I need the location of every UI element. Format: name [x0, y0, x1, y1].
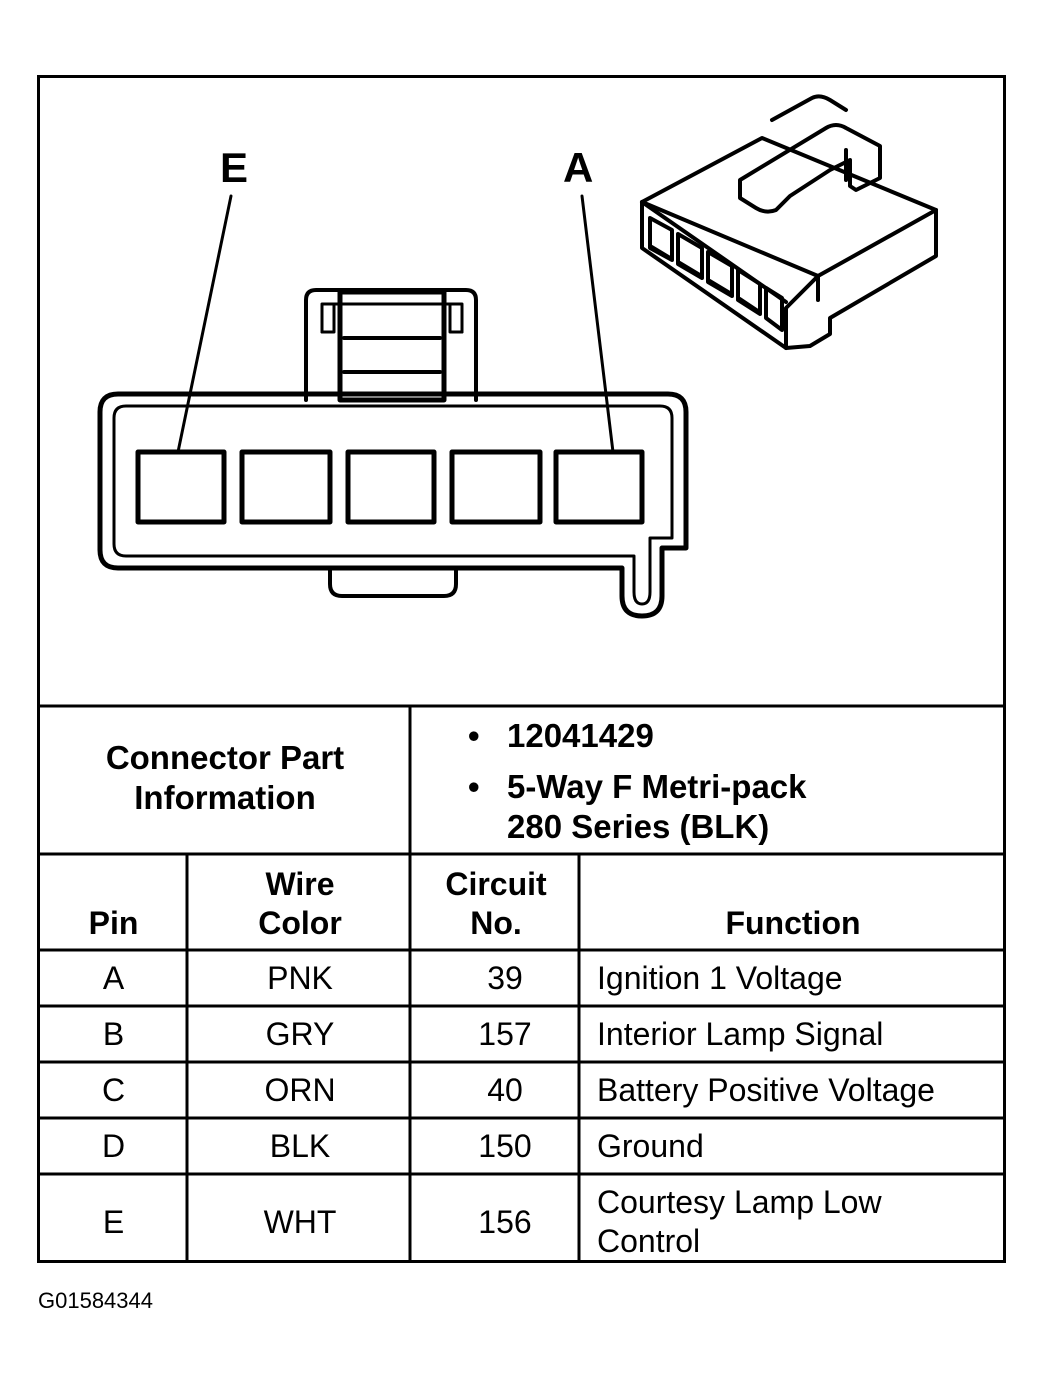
part-number: 12041429: [507, 717, 654, 754]
header-circuit-line2: No.: [470, 905, 522, 941]
cell-wire-color: ORN: [264, 1072, 336, 1108]
part-info-label-line1: Connector Part: [105, 739, 345, 776]
header-wire-color-line1: Wire: [265, 866, 335, 902]
part-info-label: Connector Part Information: [40, 738, 410, 818]
cell-circuit: 39: [487, 960, 523, 996]
part-number-bullet-icon: •: [468, 717, 480, 754]
cell-function: Interior Lamp Signal: [597, 1016, 884, 1052]
cell-pin: E: [102, 1204, 125, 1240]
header-wire-color-line2: Color: [258, 905, 342, 941]
connector-type: 5-Way F Metri-pack: [507, 768, 807, 805]
pin-label-a: A: [563, 144, 594, 191]
header-pin: Pin: [88, 905, 139, 941]
cell-function: Ignition 1 Voltage: [597, 960, 843, 996]
cell-circuit: 150: [478, 1128, 532, 1164]
series-bullet-icon: •: [468, 768, 480, 805]
pin-label-e: E: [220, 144, 249, 191]
cell-wire-color: GRY: [265, 1016, 335, 1052]
cell-circuit: 156: [478, 1204, 532, 1240]
leader-line-e: [176, 194, 233, 454]
figure-frame: [37, 75, 1006, 1263]
cell-pin: D: [101, 1128, 126, 1164]
cell-wire-color: WHT: [263, 1204, 337, 1240]
cell-function: Battery Positive Voltage: [597, 1072, 935, 1108]
header-function: Function: [725, 905, 861, 941]
figure-id: G01584344: [38, 1288, 153, 1313]
table-grid: [37, 704, 1006, 1263]
cell-circuit: 157: [478, 1016, 532, 1052]
connector-isometric-view: [640, 94, 938, 350]
cell-wire-color: BLK: [269, 1128, 331, 1164]
cell-pin: A: [102, 960, 125, 996]
cell-circuit: 40: [487, 1072, 523, 1108]
cell-pin: B: [102, 1016, 125, 1052]
cell-wire-color: PNK: [267, 960, 333, 996]
connector-series: 280 Series (BLK): [507, 808, 770, 845]
cell-function-line2: Control: [597, 1223, 701, 1259]
part-info-label-line2: Information: [134, 779, 316, 816]
connector-front-view: [97, 288, 689, 619]
cell-pin: C: [101, 1072, 126, 1108]
cell-function: Ground: [597, 1128, 704, 1164]
cell-function: Courtesy Lamp Low: [597, 1184, 882, 1220]
leader-line-a: [580, 194, 615, 454]
header-circuit-line1: Circuit: [445, 866, 547, 902]
